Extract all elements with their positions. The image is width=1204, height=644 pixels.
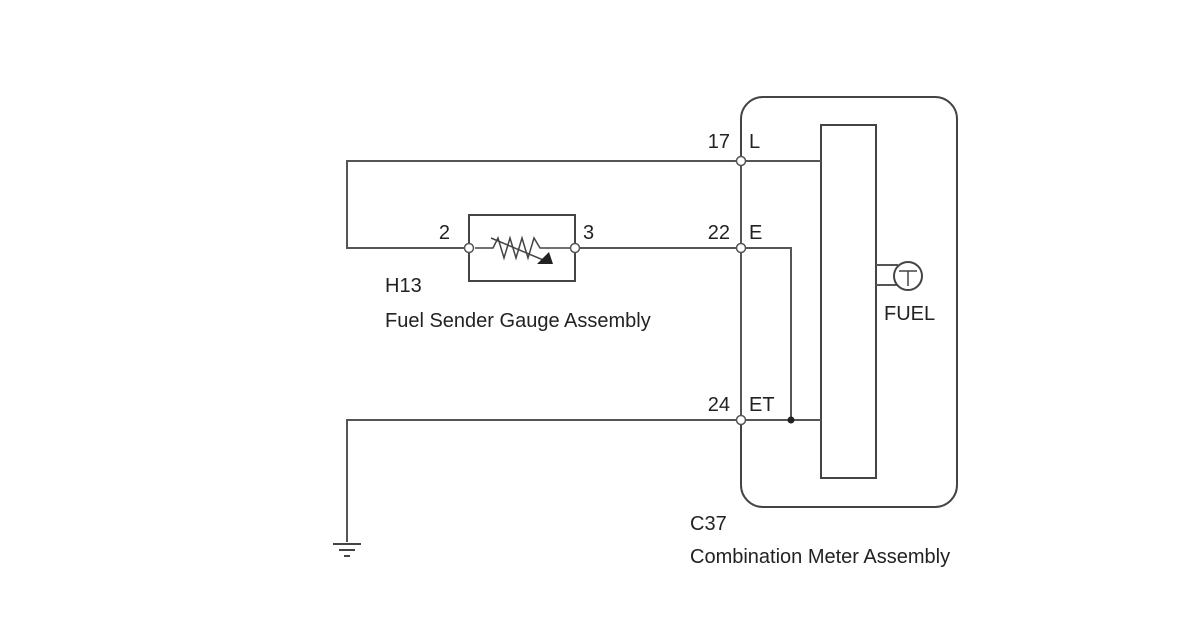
terminal-et-label: ET bbox=[749, 394, 775, 416]
gauge-label: FUEL bbox=[884, 303, 935, 325]
terminal-meter-17 bbox=[735, 155, 747, 167]
wires bbox=[346, 160, 898, 542]
sender-code: H13 bbox=[385, 275, 422, 297]
variable-resistor-icon bbox=[475, 235, 570, 264]
terminal-l-label: L bbox=[749, 131, 760, 153]
pin-3-label: 3 bbox=[583, 222, 594, 244]
pin-22-label: 22 bbox=[708, 222, 730, 244]
terminal-meter-22 bbox=[735, 242, 747, 254]
terminal-sender-2 bbox=[463, 242, 475, 254]
pin-2-label: 2 bbox=[439, 222, 450, 244]
wire-et-ground bbox=[346, 419, 741, 542]
wire-l-loop bbox=[346, 160, 821, 249]
wire-e-et bbox=[741, 247, 792, 420]
terminal-e-label: E bbox=[749, 222, 762, 244]
meter-internal-block bbox=[820, 124, 877, 479]
combination-meter-housing bbox=[740, 96, 958, 508]
sender-name: Fuel Sender Gauge Assembly bbox=[385, 310, 651, 332]
meter-code: C37 bbox=[690, 513, 727, 535]
meter-name: Combination Meter Assembly bbox=[690, 546, 950, 568]
fuel-gauge-icon bbox=[893, 261, 923, 291]
terminal-meter-24 bbox=[735, 414, 747, 426]
junction-dot bbox=[787, 416, 795, 424]
ground-icon bbox=[333, 543, 361, 557]
terminal-sender-3 bbox=[569, 242, 581, 254]
pin-17-label: 17 bbox=[708, 131, 730, 153]
pin-24-label: 24 bbox=[708, 394, 730, 416]
